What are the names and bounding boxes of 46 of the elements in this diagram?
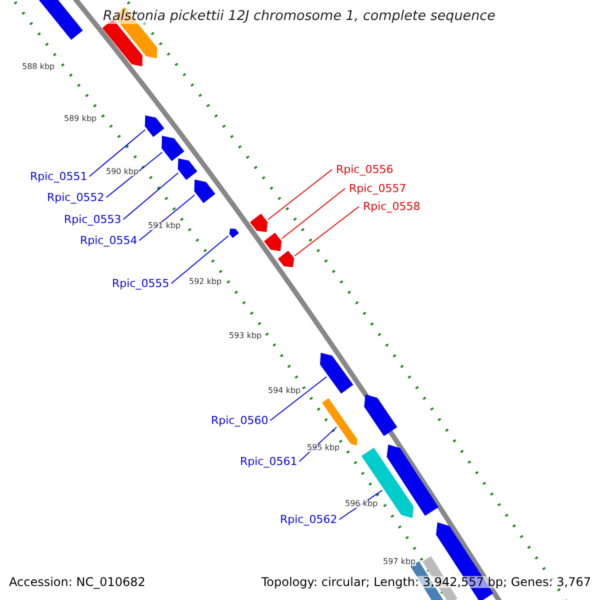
gene-label: Rpic_0553	[64, 214, 122, 225]
gene-label: Rpic_0554	[80, 235, 138, 246]
leader-line	[294, 206, 360, 256]
gene-label: Rpic_0552	[47, 192, 104, 203]
leader-line	[282, 188, 346, 239]
gene-feature	[162, 136, 184, 162]
gene-feature	[364, 394, 398, 436]
scale-label: 595 kbp	[307, 444, 340, 452]
leader-line	[170, 235, 229, 284]
gene-label: Rpic_0561	[240, 456, 298, 467]
gene-feature	[361, 448, 414, 518]
gene-feature	[250, 214, 268, 232]
gene-feature	[320, 352, 354, 394]
gene-feature	[194, 180, 216, 204]
leader-line	[106, 152, 163, 198]
leader-line	[268, 169, 332, 220]
leader-line	[138, 194, 196, 241]
scale-label: 596 kbp	[345, 500, 378, 508]
gene-label: Rpic_0558	[363, 201, 420, 212]
scale-label: 597 kbp	[383, 558, 416, 566]
scale-label: 591 kbp	[148, 222, 181, 230]
gene-feature	[264, 232, 282, 252]
scale-label: 589 kbp	[64, 115, 97, 123]
gene-feature	[102, 19, 142, 66]
scale-label: 594 kbp	[268, 387, 301, 395]
gene-label: Rpic_0557	[349, 183, 406, 194]
gene-label: Rpic_0562	[280, 514, 338, 525]
accession-text: Accession: NC_010682	[9, 576, 146, 588]
gene-label: Rpic_0560	[211, 415, 268, 426]
gene-label: Rpic_0551	[30, 171, 88, 182]
scale-label: 588 kbp	[22, 63, 55, 71]
gene-feature	[278, 250, 294, 268]
gene-feature	[386, 444, 438, 516]
gene-feature	[144, 115, 164, 137]
scale-label: 590 kbp	[106, 168, 139, 176]
title: Ralstonia pickettii 12J chromosome 1, complete sequence	[103, 10, 496, 24]
scale-label: 592 kbp	[189, 278, 222, 286]
leader-line	[88, 129, 146, 177]
summary-text: Topology: circular; Length: 3,942,557 bp; Genes: 3,767	[261, 576, 591, 588]
leader-line	[270, 376, 327, 421]
leader-line	[122, 172, 179, 220]
gene-feature	[229, 228, 239, 238]
gene-label: Rpic_0555	[112, 278, 170, 289]
gene-label: Rpic_0556	[336, 164, 394, 175]
scale-label: 593 kbp	[229, 332, 262, 340]
gene-feature	[178, 158, 198, 180]
